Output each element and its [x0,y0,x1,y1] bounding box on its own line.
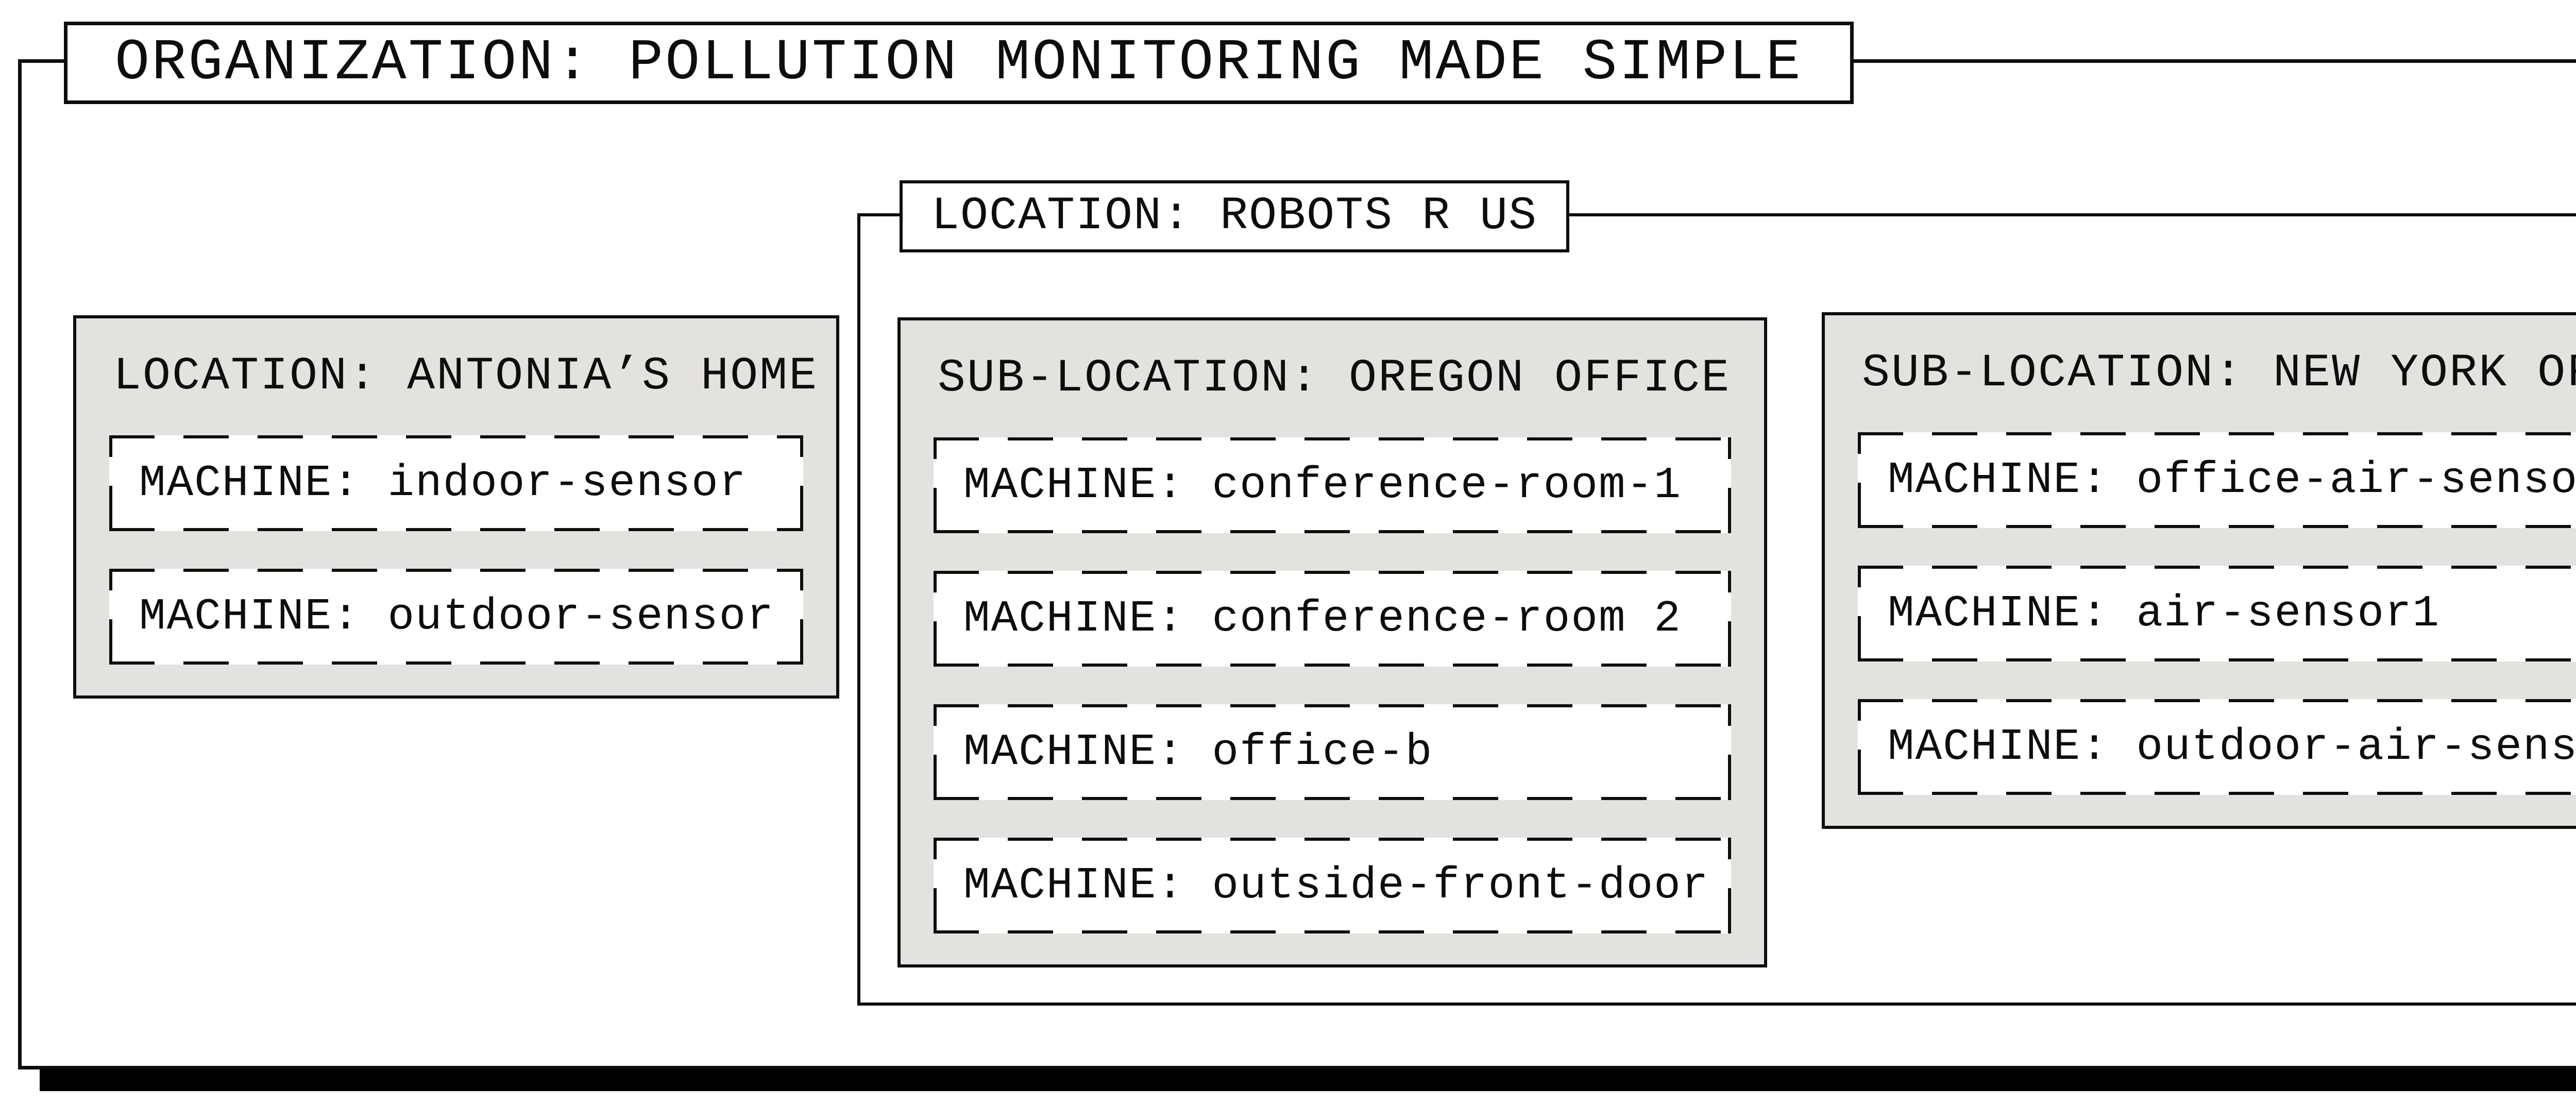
location-title-antonias-home: LOCATION: ANTONIA’S HOME [113,350,819,403]
organization-title: ORGANIZATION: POLLUTION MONITORING MADE … [115,30,1803,96]
machine-list-oregon-office: MACHINE: conference-room-1 MACHINE: conf… [934,437,1731,933]
location-title-tab-robots-r-us: LOCATION: ROBOTS R US [900,180,1570,252]
organization-box: ORGANIZATION: POLLUTION MONITORING MADE … [18,22,2576,1069]
machine-list-antonias-home: MACHINE: indoor-sensor MACHINE: outdoor-… [109,435,803,665]
machine-box: MACHINE: office-b [934,704,1731,800]
location-box-robots-r-us: LOCATION: ROBOTS R US SUB-LOCATION: OREG… [857,180,2576,1006]
machine-label: MACHINE: office-air-sensor [1888,455,2576,505]
machine-box: MACHINE: outside-front-door [934,838,1731,933]
machine-label: MACHINE: indoor-sensor [139,458,747,508]
machine-box: MACHINE: outdoor-sensor [109,569,803,665]
location-title-robots-r-us: LOCATION: ROBOTS R US [931,190,1538,243]
sublocation-box-oregon-office: SUB-LOCATION: OREGON OFFICE MACHINE: con… [897,317,1767,967]
machine-label: MACHINE: conference-room 2 [963,593,1682,644]
machine-box: MACHINE: air-sensor1 [1858,566,2576,661]
sublocation-title-oregon-office: SUB-LOCATION: OREGON OFFICE [938,352,1731,405]
sublocation-title-new-york-office: SUB-LOCATION: NEW YORK OFFICE [1862,347,2576,400]
machine-label: MACHINE: outside-front-door [963,860,1709,911]
organization-title-tab: ORGANIZATION: POLLUTION MONITORING MADE … [64,22,1854,104]
machine-list-new-york-office: MACHINE: office-air-sensor MACHINE: air-… [1858,432,2576,795]
machine-box: MACHINE: conference-room 2 [934,571,1731,667]
location-box-antonias-home: LOCATION: ANTONIA’S HOME MACHINE: indoor… [73,315,839,699]
machine-box: MACHINE: office-air-sensor [1858,432,2576,528]
machine-label: MACHINE: outdoor-sensor [139,591,774,642]
machine-label: MACHINE: outdoor-air-sensor [1888,722,2576,772]
machine-box: MACHINE: conference-room-1 [934,437,1731,533]
sublocation-box-new-york-office: SUB-LOCATION: NEW YORK OFFICE MACHINE: o… [1822,312,2576,829]
machine-label: MACHINE: office-b [963,727,1433,777]
machine-box: MACHINE: indoor-sensor [109,435,803,531]
machine-label: MACHINE: air-sensor1 [1888,588,2441,639]
machine-label: MACHINE: conference-room-1 [963,460,1682,511]
machine-box: MACHINE: outdoor-air-sensor [1858,699,2576,795]
